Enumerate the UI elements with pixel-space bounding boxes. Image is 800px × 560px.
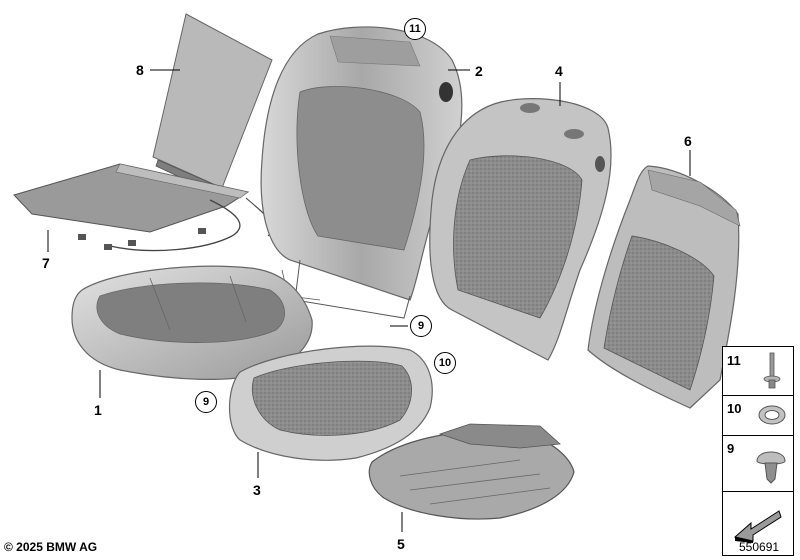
callout-9-circled-upper: 9 (410, 315, 432, 337)
legend-number-9: 9 (727, 441, 735, 456)
backrest-foam-pad (429, 98, 612, 361)
callout-10-circled: 10 (434, 352, 456, 374)
legend-row-11: 11 (723, 347, 793, 396)
leader-lines (47, 69, 691, 532)
callout-5: 5 (397, 536, 405, 552)
callout-3: 3 (253, 482, 261, 498)
legend-row-10: 10 (723, 395, 793, 436)
callout-2: 2 (475, 63, 483, 79)
callout-1: 1 (94, 402, 102, 418)
seat-pan (368, 423, 575, 520)
callout-7: 7 (42, 255, 50, 271)
callout-4: 4 (555, 63, 563, 79)
copyright-notice: © 2025 BMW AG (4, 540, 98, 554)
callout-6: 6 (684, 133, 692, 149)
legend-row-9: 9 (723, 435, 793, 492)
backrest-rear-panel (587, 165, 741, 409)
ring-washer-icon (758, 405, 786, 425)
seat-cushion-foam (229, 345, 433, 461)
callout-9-circled-lower: 9 (195, 391, 217, 413)
legend-row-direction (723, 491, 793, 554)
callout-8: 8 (136, 62, 144, 78)
backrest-cover (260, 26, 463, 319)
seat-heating-mat (13, 163, 273, 252)
rivet-icon (763, 352, 781, 389)
diagram-id: 550691 (739, 540, 780, 554)
callout-11-circled: 11 (404, 18, 426, 40)
fastener-legend: 11 10 9 (722, 346, 794, 556)
backrest-heating-mat (152, 13, 273, 197)
seat-cushion-cover (71, 265, 313, 380)
legend-number-10: 10 (727, 401, 742, 416)
legend-number-11: 11 (727, 353, 741, 368)
direction-arrow-icon (731, 499, 785, 545)
push-clip-icon (756, 451, 786, 484)
